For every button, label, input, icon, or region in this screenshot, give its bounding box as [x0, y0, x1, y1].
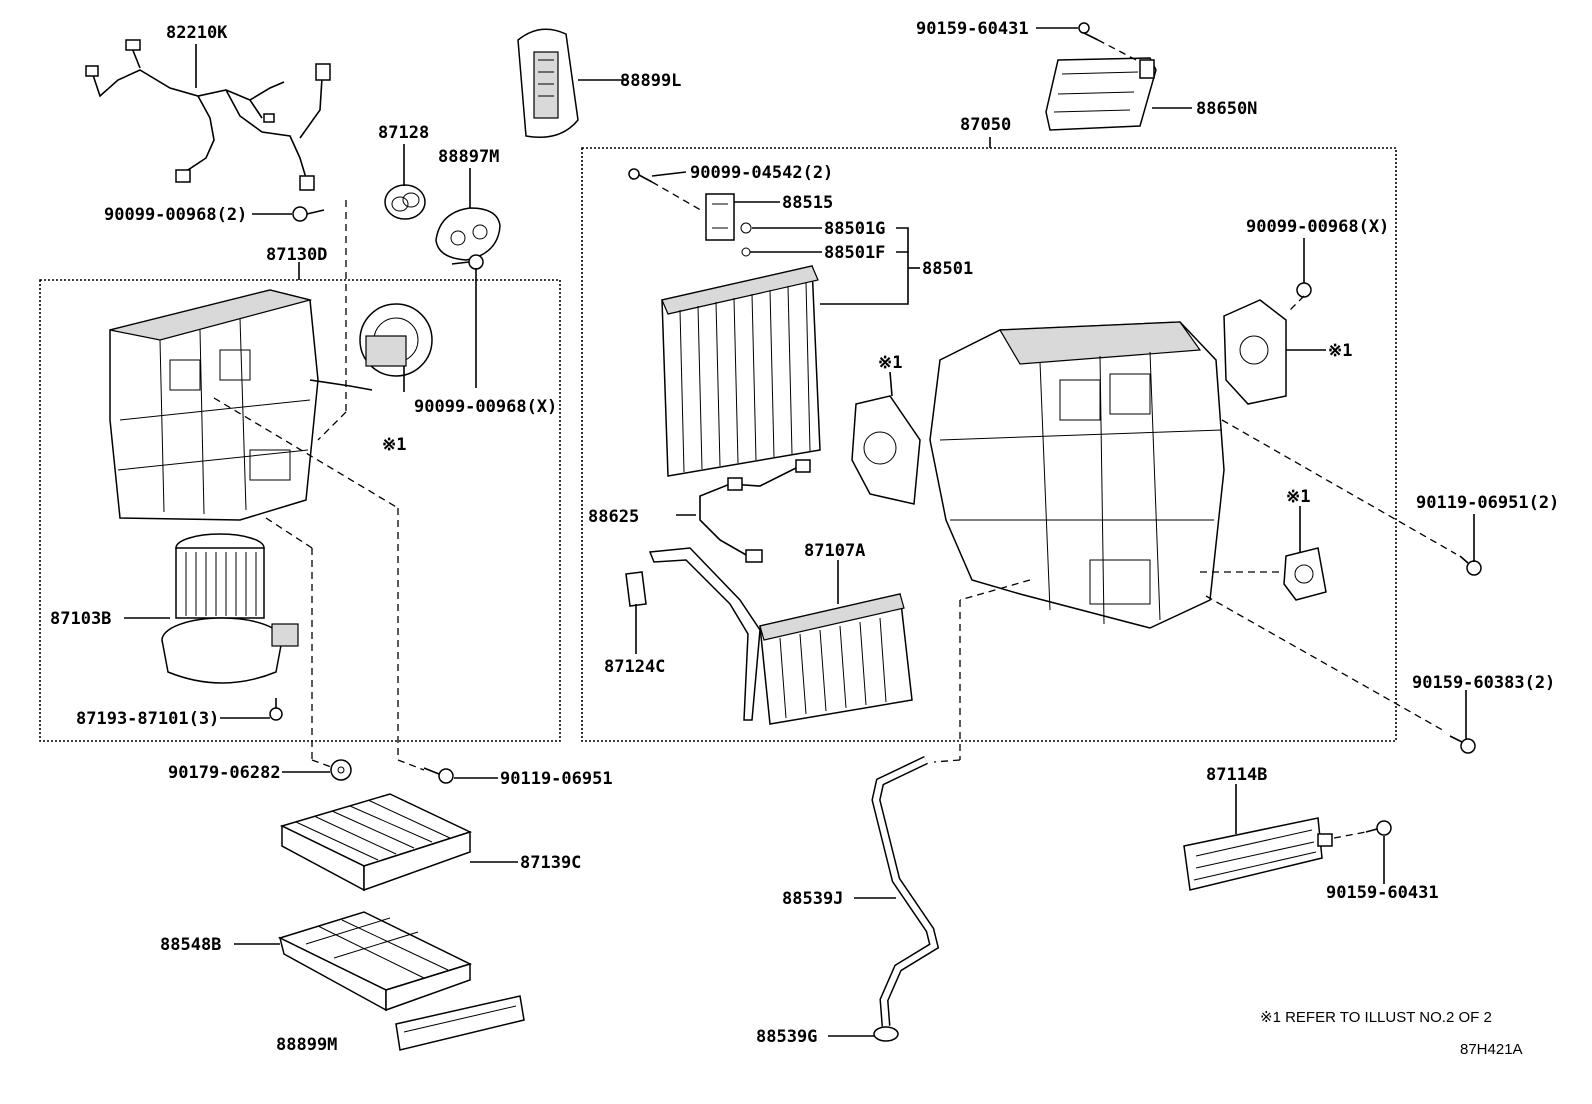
label-88501g: 88501G — [824, 219, 885, 239]
heater-core-illustration — [648, 547, 913, 725]
module-88650n-illustration — [1045, 22, 1157, 131]
label-88539j: 88539J — [782, 889, 843, 909]
screw-90159-60383-2-icon — [1449, 735, 1476, 754]
filter-tray-illustration — [277, 911, 473, 1012]
label-88899m: 88899M — [276, 1035, 337, 1055]
label-88539g: 88539G — [756, 1027, 817, 1047]
label-88625: 88625 — [588, 507, 639, 527]
washer-90179-06282-icon — [330, 759, 352, 781]
label-90099-04542-2: 90099-04542(2) — [690, 163, 833, 183]
label-90099-00968-x-left: 90099-00968(X) — [414, 397, 557, 417]
thermistor-illustration — [699, 459, 811, 563]
screw-87193-87101-icon — [269, 698, 283, 721]
label-87139c: 87139C — [520, 853, 581, 873]
control-module-88899l-illustration — [517, 28, 579, 138]
label-90099-00968-x-right: 90099-00968(X) — [1246, 217, 1389, 237]
grommet-87128-illustration — [384, 184, 426, 220]
illustration-code: 87H421A — [1460, 1041, 1523, 1058]
label-87103b: 87103B — [50, 609, 111, 629]
label-87193-87101-3: 87193-87101(3) — [76, 709, 219, 729]
label-90179-06282: 90179-06282 — [168, 763, 281, 783]
label-ref1-actuator-top-right: ※1 — [1328, 341, 1352, 361]
drain-hose-illustration — [871, 755, 940, 1027]
leader-lines — [124, 27, 1475, 1037]
clamp-illustration — [625, 571, 647, 607]
assembly-guide-lines — [213, 181, 1457, 839]
label-87124c: 87124C — [604, 657, 665, 677]
evaporator-illustration — [661, 265, 821, 477]
blower-motor-illustration — [161, 533, 299, 684]
wire-harness-illustration — [85, 39, 331, 191]
label-ref1-actuator-bottom-right: ※1 — [1286, 487, 1310, 507]
ptc-heater-illustration — [1183, 817, 1333, 891]
label-88650n: 88650N — [1196, 99, 1257, 119]
label-82210k: 82210K — [166, 23, 228, 43]
grommet-88897m-illustration — [435, 207, 501, 261]
blower-assembly-group-box — [39, 279, 561, 742]
label-90159-60383-2: 90159-60383(2) — [1412, 673, 1555, 693]
label-ref1-blower: ※1 — [382, 435, 406, 455]
label-88899l: 88899L — [620, 71, 681, 91]
actuator-bottom-right-illustration — [1283, 547, 1327, 601]
actuator-blower-illustration — [359, 303, 433, 377]
label-90099-00968-2: 90099-00968(2) — [104, 205, 247, 225]
screw-90119-06951-2-icon — [1459, 555, 1482, 576]
screw-90099-00968-2-icon — [292, 206, 325, 222]
label-88501f: 88501F — [824, 243, 885, 263]
label-88515: 88515 — [782, 193, 833, 213]
label-87114b: 87114B — [1206, 765, 1267, 785]
ac-unit-housing-illustration — [929, 321, 1225, 629]
label-87050: 87050 — [960, 115, 1011, 135]
filter-cover-illustration — [395, 995, 525, 1051]
label-88501: 88501 — [922, 259, 973, 279]
footnote-refer-illust: ※1 REFER TO ILLUST NO.2 OF 2 — [1260, 1009, 1492, 1026]
label-90159-60431-top: 90159-60431 — [916, 19, 1029, 39]
label-ref1-actuator-left: ※1 — [878, 353, 902, 373]
label-90119-06951: 90119-06951 — [500, 769, 613, 789]
air-conditioning-unit-group-box — [581, 147, 1397, 742]
actuator-top-right-illustration — [1223, 299, 1287, 405]
label-87130d: 87130D — [266, 245, 327, 265]
screw-90159-60431-bottom-icon — [1365, 820, 1392, 836]
screw-90119-06951-icon — [423, 767, 454, 784]
label-87107a: 87107A — [804, 541, 865, 561]
screw-90099-04542-icon — [628, 168, 653, 183]
label-88548b: 88548B — [160, 935, 221, 955]
label-90159-60431-bottom: 90159-60431 — [1326, 883, 1439, 903]
screw-icons — [269, 168, 1482, 1042]
expansion-valve-illustration — [705, 193, 752, 257]
label-90119-06951-2: 90119-06951(2) — [1416, 493, 1559, 513]
air-filter-illustration — [279, 793, 473, 892]
label-87128: 87128 — [378, 123, 429, 143]
screw-90099-00968-x-right-icon — [1296, 270, 1312, 298]
label-88897m: 88897M — [438, 147, 499, 167]
grommet-88539g-icon — [873, 1026, 899, 1042]
blower-case-illustration — [109, 289, 373, 521]
part-labels: 82210K 88899L 90159-60431 88650N 87128 8… — [50, 19, 1559, 1055]
actuator-left-illustration — [851, 395, 921, 505]
